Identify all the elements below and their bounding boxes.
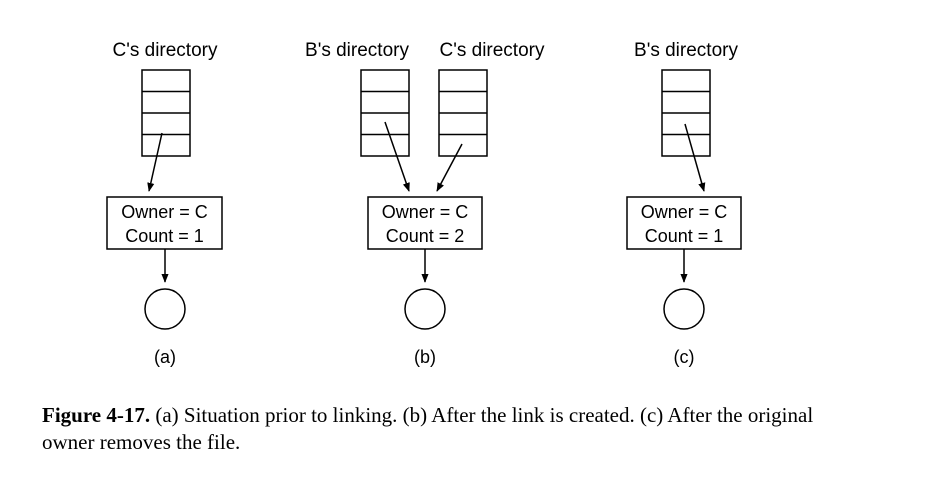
panel-c-owner-text: Owner = C xyxy=(641,202,728,222)
panel-a-dir-to-inode-arrow xyxy=(147,132,163,192)
caption-text: (a) Situation prior to linking. (b) Afte… xyxy=(42,403,814,454)
panel-c-directory-table xyxy=(661,69,711,157)
panel-a-count-text: Count = 1 xyxy=(125,226,204,246)
panel-c: B's directory Owner = C Count = 1 (c) xyxy=(626,40,742,367)
panel-b-owner-text: Owner = C xyxy=(382,202,469,222)
panel-b-count-text: Count = 2 xyxy=(386,226,465,246)
panel-c-dir-to-inode-arrow xyxy=(684,123,706,192)
panel-b-directory-label-c: C's directory xyxy=(440,40,545,61)
panel-c-file-circle xyxy=(663,288,705,330)
panel-b-b-dir-to-inode-arrow xyxy=(384,121,410,192)
panel-c-directory-label: B's directory xyxy=(634,40,738,61)
figure-number: Figure 4-17. xyxy=(42,403,151,427)
panel-b-file-circle xyxy=(404,288,446,330)
panel-c-count-text: Count = 1 xyxy=(645,226,724,246)
panel-b: B's directory C's directory Owner = C Co… xyxy=(305,40,545,367)
panel-b-directory-table-c xyxy=(438,69,488,157)
panel-b-c-dir-to-inode-arrow xyxy=(436,143,463,192)
panel-a-label: (a) xyxy=(154,347,176,367)
panel-a-directory-table xyxy=(141,69,191,157)
panel-a-owner-text: Owner = C xyxy=(121,202,208,222)
panel-a-directory-label: C's directory xyxy=(113,40,218,61)
panel-c-label: (c) xyxy=(674,347,695,367)
panel-b-directory-label-b: B's directory xyxy=(305,40,409,61)
panel-a: C's directory Owner = C Count = 1 (a) xyxy=(106,40,223,367)
panel-a-file-circle xyxy=(144,288,186,330)
panel-b-directory-table-b xyxy=(360,69,410,157)
file-link-diagram: C's directory Owner = C Count = 1 (a) B'… xyxy=(106,40,742,367)
panel-b-label: (b) xyxy=(414,347,436,367)
figure-caption: Figure 4-17. (a) Situation prior to link… xyxy=(42,402,862,456)
